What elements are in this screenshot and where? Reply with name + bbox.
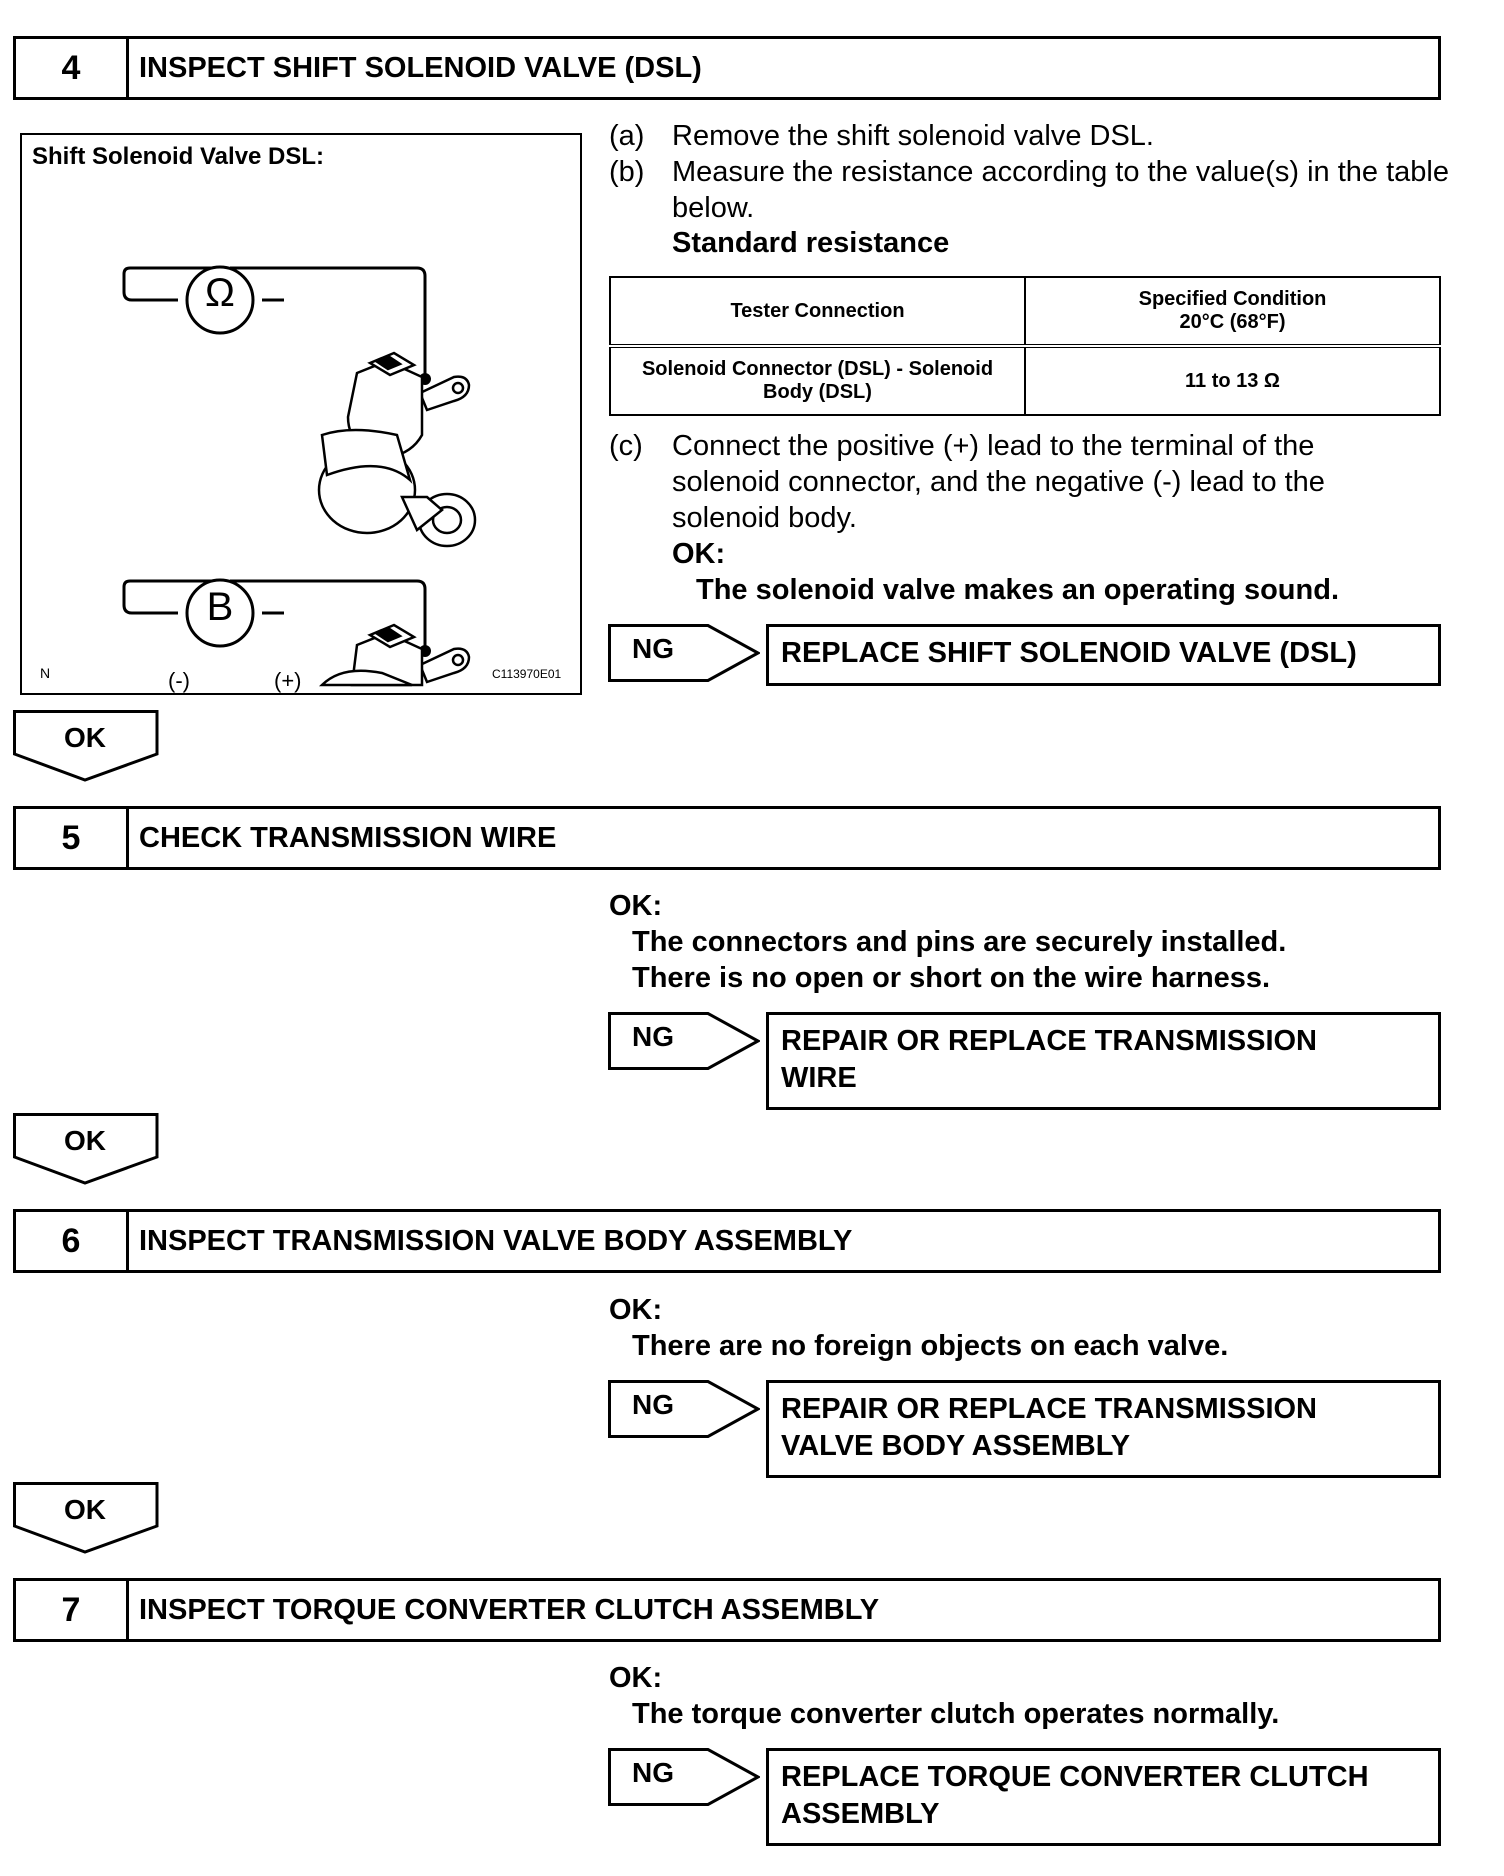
ng-label: NG: [632, 1021, 674, 1052]
negative-label: (-): [168, 668, 190, 693]
positive-label: (+): [274, 668, 302, 693]
table-row: Solenoid Connector (DSL) - Solenoid Body…: [609, 345, 1441, 416]
figure-code: C113970E01: [492, 667, 562, 681]
ohm-symbol: Ω: [205, 271, 235, 315]
ok-tab: OK: [13, 1482, 161, 1554]
ok-heading: OK:: [609, 1662, 663, 1694]
ok-tab: OK: [13, 710, 161, 782]
table-header-row: Tester Connection Specified Condition 20…: [609, 276, 1441, 348]
ok-heading: OK:: [609, 890, 663, 922]
battery-circle: [185, 578, 255, 648]
ok-tab: OK: [13, 1113, 161, 1185]
ng-action-text: REPLACE TORQUE CONVERTER CLUTCH: [781, 1761, 1369, 1793]
ng-action-text: WIRE: [781, 1062, 857, 1094]
ok-condition: There are no foreign objects on each val…: [632, 1330, 1229, 1362]
ok-condition: The solenoid valve makes an operating so…: [696, 574, 1339, 606]
ng-action-box: REPLACE TORQUE CONVERTER CLUTCH ASSEMBLY: [766, 1748, 1441, 1846]
instruction-tag: (b): [609, 156, 645, 188]
solenoid-figure: Shift Solenoid Valve DSL:: [20, 133, 582, 695]
step-title: CHECK TRANSMISSION WIRE: [139, 821, 557, 854]
ok-tab-label: OK: [64, 1125, 106, 1156]
ng-action-text: REPAIR OR REPLACE TRANSMISSION: [781, 1025, 1318, 1057]
ng-arrow: NG: [608, 624, 760, 682]
step-number: 4: [16, 39, 129, 97]
step-number: 6: [16, 1212, 129, 1270]
solenoid-diagram: [122, 265, 477, 687]
ohmmeter-circle: [185, 265, 255, 335]
instruction-tag: (c): [609, 430, 643, 462]
ng-arrow: NG: [608, 1012, 760, 1070]
ng-label: NG: [632, 1389, 674, 1420]
instruction-text: Connect the positive (+) lead to the ter…: [672, 430, 1325, 534]
battery-symbol: B: [206, 585, 234, 629]
standard-resistance-label: Standard resistance: [672, 227, 950, 259]
table-header-cell: Tester Connection: [609, 276, 1026, 348]
table-header-cell: Specified Condition 20°C (68°F): [1024, 276, 1441, 348]
table-cell: 11 to 13 Ω: [1024, 345, 1441, 416]
ok-condition: The torque converter clutch operates nor…: [632, 1698, 1280, 1730]
ng-action-text: REPAIR OR REPLACE TRANSMISSION: [781, 1393, 1318, 1425]
instruction-text: Remove the shift solenoid valve DSL.: [672, 120, 1154, 152]
instruction-b: (b) Measure the resistance according to …: [609, 154, 1449, 234]
ng-arrow: NG: [608, 1748, 760, 1806]
instruction-text: Measure the resistance according to the …: [672, 156, 1449, 224]
instruction-c: (c) Connect the positive (+) lead to the…: [609, 428, 1449, 538]
instruction-a: (a) Remove the shift solenoid valve DSL.: [609, 118, 1449, 158]
step-4-header: 4 INSPECT SHIFT SOLENOID VALVE (DSL): [13, 36, 1441, 100]
ok-condition: The connectors and pins are securely ins…: [632, 926, 1287, 958]
ng-label: NG: [632, 1757, 674, 1788]
step-title: INSPECT TORQUE CONVERTER CLUTCH ASSEMBLY: [139, 1593, 880, 1626]
ok-heading: OK:: [672, 538, 726, 570]
ok-tab-label: OK: [64, 722, 106, 753]
table-cell: Solenoid Connector (DSL) - Solenoid Body…: [609, 345, 1026, 416]
step-6-header: 6 INSPECT TRANSMISSION VALVE BODY ASSEMB…: [13, 1209, 1441, 1273]
step-title: INSPECT TRANSMISSION VALVE BODY ASSEMBLY: [139, 1224, 853, 1257]
instruction-tag: (a): [609, 120, 645, 152]
corner-mark: N: [40, 665, 51, 681]
ng-action-box: REPAIR OR REPLACE TRANSMISSION WIRE: [766, 1012, 1441, 1110]
ng-arrow: NG: [608, 1380, 760, 1438]
ok-condition: There is no open or short on the wire ha…: [632, 962, 1271, 994]
ng-action-text: VALVE BODY ASSEMBLY: [781, 1430, 1131, 1462]
ng-action-box: REPAIR OR REPLACE TRANSMISSION VALVE BOD…: [766, 1380, 1441, 1478]
step-title: INSPECT SHIFT SOLENOID VALVE (DSL): [139, 51, 702, 84]
step-7-header: 7 INSPECT TORQUE CONVERTER CLUTCH ASSEMB…: [13, 1578, 1441, 1642]
spec-table: Tester Connection Specified Condition 20…: [609, 276, 1441, 416]
ng-action-text: REPLACE SHIFT SOLENOID VALVE (DSL): [781, 637, 1357, 669]
ng-action-box: REPLACE SHIFT SOLENOID VALVE (DSL): [766, 624, 1441, 686]
step-number: 5: [16, 809, 129, 867]
ok-tab-label: OK: [64, 1494, 106, 1525]
ng-label: NG: [632, 633, 674, 664]
step-5-header: 5 CHECK TRANSMISSION WIRE: [13, 806, 1441, 870]
ng-action-text: ASSEMBLY: [781, 1798, 940, 1830]
ok-heading: OK:: [609, 1294, 663, 1326]
figure-title: Shift Solenoid Valve DSL:: [32, 143, 325, 170]
step-number: 7: [16, 1581, 129, 1639]
